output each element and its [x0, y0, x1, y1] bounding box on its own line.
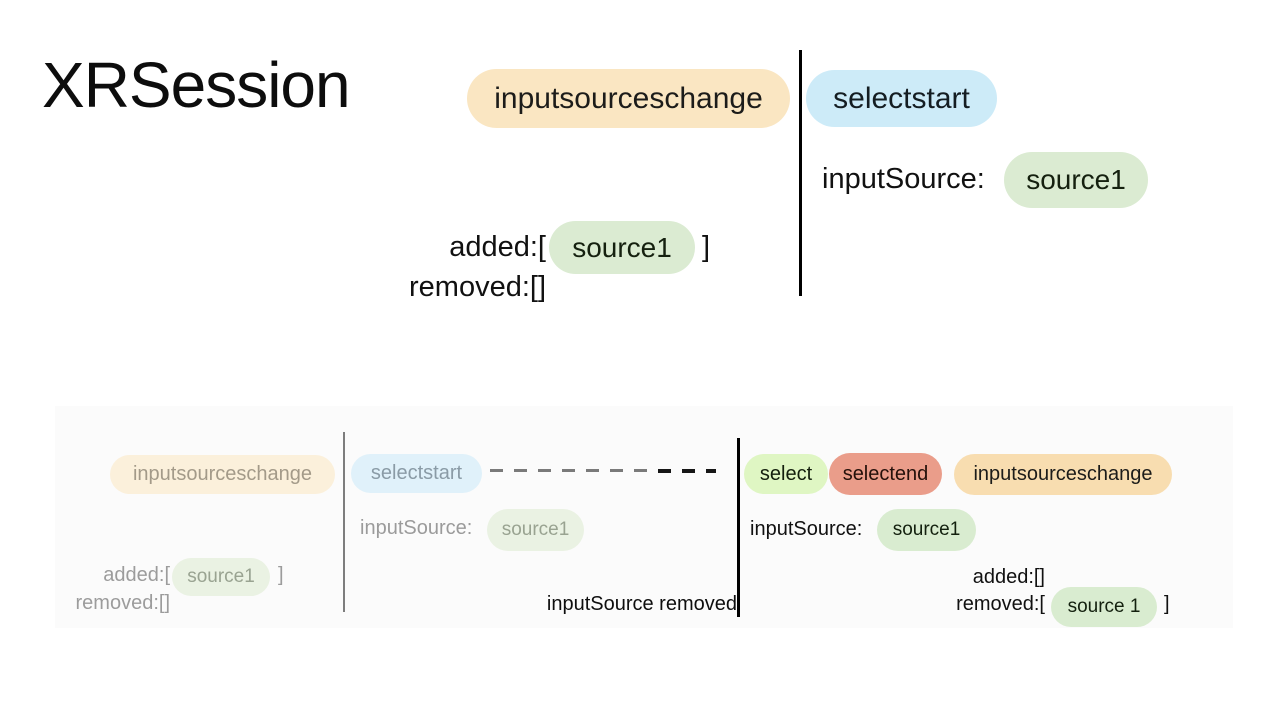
dashed-connector-segment — [658, 469, 671, 473]
removed-label: removed:[] — [409, 271, 546, 303]
event-pill-inputsourceschange: inputsourceschange — [467, 69, 790, 128]
event-pill-selectstart-active: selectstart — [351, 454, 482, 493]
source1-chip: source1 — [1004, 152, 1148, 208]
added-label: added:[ — [449, 231, 546, 263]
removed-close-bracket-current: ] — [1164, 593, 1170, 615]
event-pill-inputsourceschange-current: inputsourceschange — [954, 454, 1172, 495]
event-pill-selectend: selectend — [829, 453, 942, 495]
added-close-bracket: ] — [702, 231, 711, 263]
past-divider-line — [343, 432, 345, 612]
page-title: XRSession — [42, 49, 351, 121]
source1-chip: source1 — [549, 221, 695, 274]
dashed-connector-segment — [586, 469, 599, 472]
current-divider-line — [737, 438, 740, 617]
event-pill-select: select — [744, 454, 828, 494]
source1-chip-past: source1 — [172, 558, 270, 596]
event-pill-selectstart: selectstart — [806, 70, 997, 127]
added-label-past: added:[ — [103, 564, 170, 586]
dashed-connector-segment — [706, 469, 716, 473]
source1-chip-removed: source 1 — [1051, 587, 1157, 627]
added-close-bracket-past: ] — [278, 564, 284, 586]
event-pill-inputsourceschange-past: inputsourceschange — [110, 455, 335, 494]
removed-label-past: removed:[] — [75, 592, 170, 614]
dashed-connector-segment — [634, 469, 647, 472]
source1-chip-active: source1 — [487, 509, 584, 551]
dashed-connector-segment — [490, 469, 503, 472]
dashed-connector-segment — [538, 469, 551, 472]
input-source-label: inputSource: — [822, 163, 985, 195]
added-label-current: added:[] — [972, 566, 1045, 588]
input-source-removed-note: inputSource removed — [546, 593, 737, 615]
dashed-connector-segment — [514, 469, 527, 472]
source1-chip-current: source1 — [877, 509, 976, 551]
input-source-label-current: inputSource: — [750, 518, 863, 540]
dashed-connector-segment — [562, 469, 575, 472]
input-source-label-active: inputSource: — [360, 517, 473, 539]
event-divider-line — [799, 50, 802, 296]
removed-label-current: removed:[ — [956, 593, 1045, 615]
dashed-connector-segment — [610, 469, 623, 472]
dashed-connector-segment — [682, 469, 695, 473]
